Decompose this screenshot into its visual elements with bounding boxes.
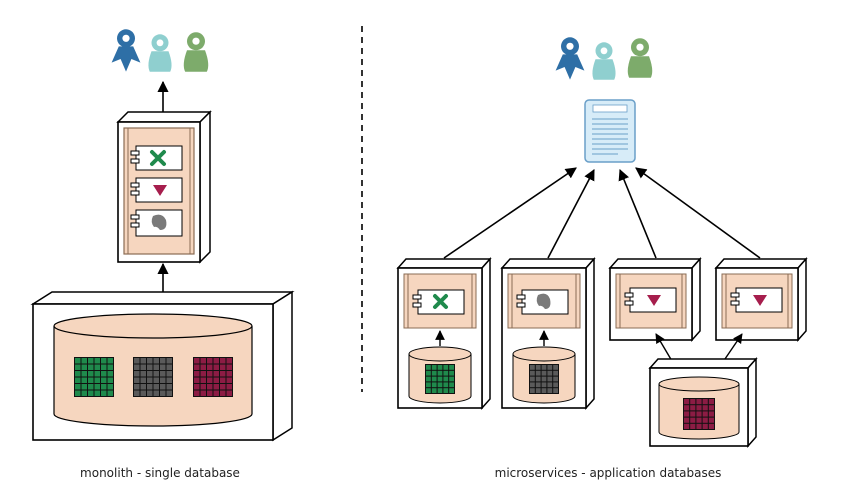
- crimson-heart-icon: [753, 295, 767, 306]
- gray-grid-icon: [529, 364, 559, 394]
- green-x-icon: [433, 294, 448, 309]
- user-green-icon: [183, 32, 209, 72]
- user-blue-icon: [111, 29, 141, 72]
- gray-grid-icon: [133, 357, 173, 397]
- user-green-icon: [627, 38, 653, 78]
- shared-crimson-database: [648, 333, 758, 448]
- service-green: [396, 257, 492, 410]
- user-teal-icon: [148, 34, 172, 72]
- user-blue-icon: [555, 37, 585, 80]
- crimson-heart-icon: [647, 295, 661, 306]
- crimson-grid-icon: [193, 357, 233, 397]
- service-arrows: [443, 167, 761, 259]
- green-x-icon: [150, 150, 166, 166]
- crimson-grid-icon: [683, 398, 715, 430]
- gray-blob-icon: [151, 214, 167, 230]
- microservices-users: [555, 37, 653, 80]
- caption-monolith: monolith - single database: [80, 466, 240, 480]
- service-crimson-a: [608, 257, 702, 342]
- gray-blob-icon: [536, 293, 551, 309]
- green-grid-icon: [74, 357, 114, 397]
- monolith-users: [111, 29, 209, 72]
- monolith-server: [116, 110, 212, 264]
- service-gray: [500, 257, 596, 410]
- service-crimson-b: [714, 257, 808, 342]
- caption-microservices: microservices - application databases: [494, 466, 722, 480]
- green-grid-icon: [425, 364, 455, 394]
- crimson-heart-icon: [153, 185, 167, 196]
- document-icon: [584, 99, 636, 163]
- monolith-database: [30, 290, 295, 442]
- user-teal-icon: [592, 42, 616, 80]
